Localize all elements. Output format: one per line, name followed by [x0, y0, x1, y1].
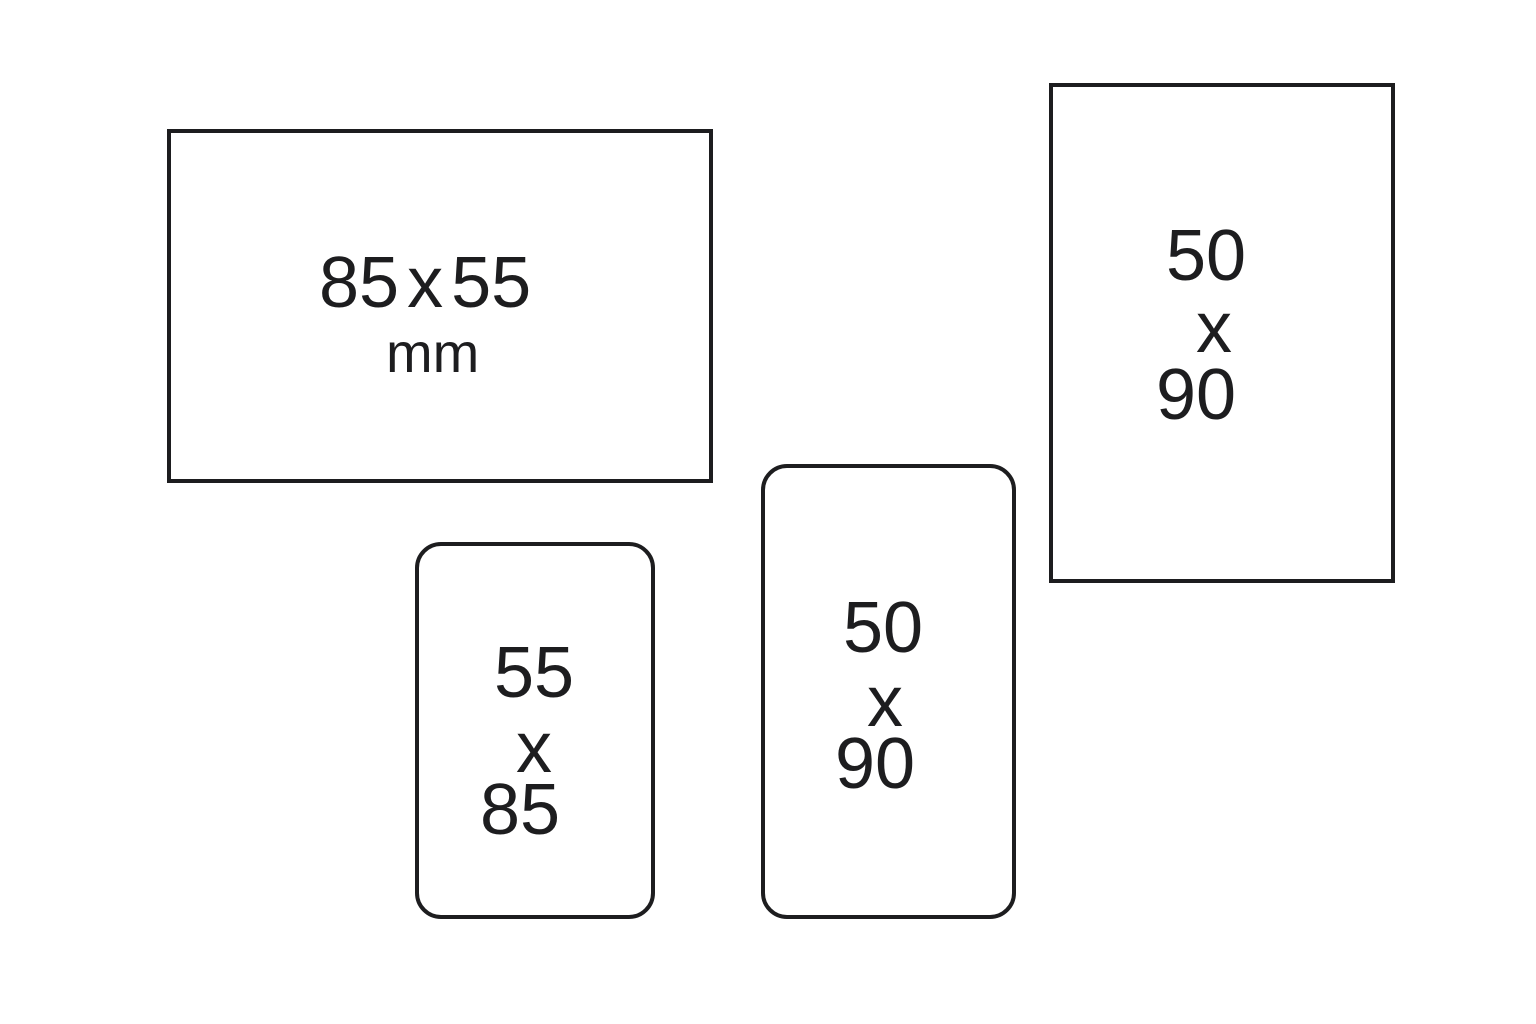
card-50x90-square-height: 90: [1156, 355, 1237, 435]
card-50x90-square: 50 x 90: [1049, 83, 1395, 583]
card-85x55-mm: 85 x 55 mm: [167, 129, 713, 483]
card-55x85-rounded: 55 x 85: [415, 542, 655, 919]
card-50x90-rounded-height: 90: [835, 724, 916, 804]
card-55x85-width: 55: [494, 633, 575, 713]
card-55x85-separator: x: [516, 708, 552, 788]
card-50x90-rounded-width: 50: [843, 588, 924, 668]
card-85x55-unit: mm: [386, 321, 480, 384]
card-50x90-rounded-separator: x: [867, 662, 903, 742]
card-50x90-rounded: 50 x 90: [761, 464, 1016, 919]
card-85x55-dimensions: 85 x 55: [319, 243, 532, 323]
card-55x85-height: 85: [480, 770, 561, 850]
card-50x90-square-separator: x: [1196, 288, 1232, 368]
card-50x90-square-width: 50: [1166, 216, 1247, 296]
